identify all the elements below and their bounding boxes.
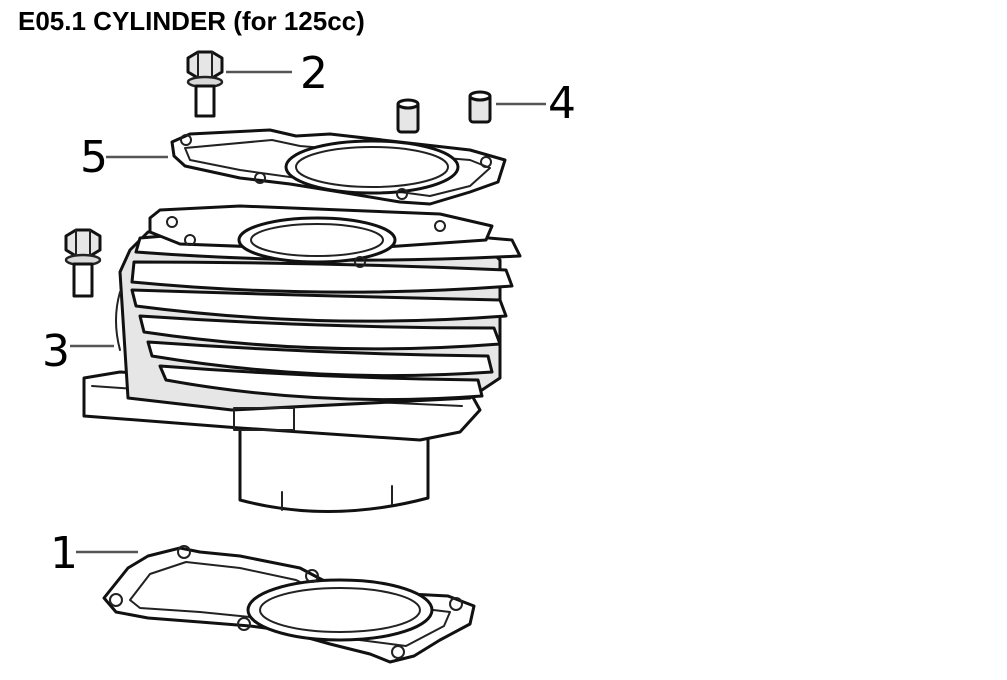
page-title: E05.1 CYLINDER (for 125cc)	[18, 6, 365, 36]
cylinder-base-gasket-icon[interactable]	[102, 545, 476, 664]
callout-number-2[interactable]: 2	[300, 48, 328, 99]
dowel-pin-icon[interactable]	[396, 98, 420, 134]
flange-bolt-icon[interactable]	[186, 50, 224, 118]
cylinder-block-icon[interactable]	[82, 204, 522, 513]
dowel-pin-icon[interactable]	[468, 90, 492, 124]
cylinder-head-gasket-icon[interactable]	[170, 128, 507, 206]
callout-number-1[interactable]: 1	[50, 528, 78, 579]
callout-number-5[interactable]: 5	[80, 132, 108, 183]
callout-number-3[interactable]: 3	[42, 326, 70, 377]
callout-number-4[interactable]: 4	[548, 78, 576, 129]
flange-bolt-icon[interactable]	[64, 228, 102, 298]
